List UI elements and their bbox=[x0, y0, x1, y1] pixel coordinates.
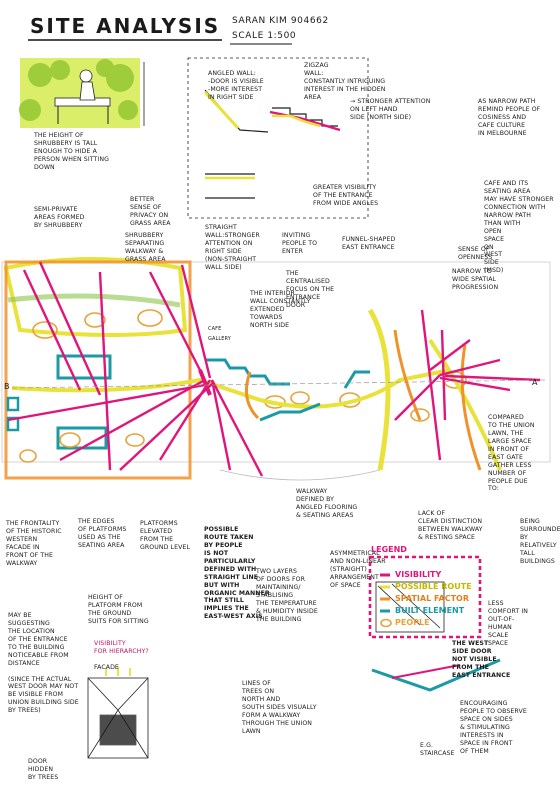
note-narrow-path: AS NARROW PATH REMIND PEOPLE OF COSINESS… bbox=[478, 98, 541, 137]
legend-title: LEGEND bbox=[371, 545, 407, 554]
note-frontality: THE FRONTALITY OF THE HISTORIC WESTERN F… bbox=[6, 520, 62, 567]
note-straight-wall: STRAIGHT WALL:STRONGER ATTENTION ON RIGH… bbox=[205, 224, 260, 271]
note-compared: COMPARED TO THE UNION LAWN, THE LARGE SP… bbox=[488, 414, 535, 493]
wall-sketch-frame bbox=[187, 57, 369, 219]
note-platforms-elevated: PLATFORMS ELEVATED FROM THE GROUND LEVEL bbox=[140, 520, 190, 551]
note-inviting: INVITING PEOPLE TO ENTER bbox=[282, 232, 318, 255]
note-platform-height: HEIGHT OF PLATFORM FROM THE GROUND SUITS… bbox=[88, 594, 149, 625]
legend-item-people: PEOPLE bbox=[395, 618, 430, 627]
note-less-comfort: LESS COMFORT IN OUT-OF- HUMAN SCALE SPAC… bbox=[488, 600, 529, 647]
legend-item-visibility: VISIBILITY bbox=[395, 570, 442, 579]
note-eg-staircase: E.G. STAIRCASE bbox=[420, 742, 455, 757]
note-funnel: FUNNEL-SHAPED EAST ENTRANCE bbox=[342, 236, 396, 251]
legend-item-spatial: SPATIAL FACTOR bbox=[395, 594, 469, 603]
note-cafe-seating: CAFE AND ITS SEATING AREA MAY HAVE STRON… bbox=[484, 180, 554, 275]
note-possible-route: POSSIBLE ROUTE TAKEN BY PEOPLE IS NOT PA… bbox=[204, 526, 270, 621]
label-gallery: GALLERY bbox=[208, 336, 231, 342]
note-semi-private: SEMI-PRIVATE AREAS FORMED BY SHRUBBERY bbox=[34, 206, 85, 229]
note-zigzag-wall: ZIGZAG WALL: CONSTANTLY INTRIGUING INTER… bbox=[304, 62, 386, 101]
scale-label: SCALE 1:500 bbox=[232, 31, 297, 41]
perspective-sketch-bottom-left bbox=[87, 677, 149, 759]
note-centralised: THE CENTRALISED FOCUS ON THE ENTRANCE DO… bbox=[286, 270, 335, 309]
note-facade: FACADE bbox=[94, 664, 119, 671]
point-a-label: A bbox=[532, 378, 538, 387]
staircase-sketch bbox=[375, 581, 445, 633]
note-may-be-suggesting: MAY BE SUGGESTING THE LOCATION OF THE EN… bbox=[8, 612, 79, 715]
shrubbery-sketch bbox=[19, 58, 145, 128]
note-two-layers: TWO LAYERS OF DOORS FOR MAINTAINING/ STA… bbox=[256, 568, 318, 623]
note-lack-distinction: LACK OF CLEAR DISTINCTION BETWEEN WALKWA… bbox=[418, 510, 483, 541]
note-encouraging: ENCOURAGING PEOPLE TO OBSERVE SPACE ON S… bbox=[460, 700, 527, 755]
note-walkway-defined: WALKWAY DEFINED BY ANGLED FLOORING & SEA… bbox=[296, 488, 358, 519]
note-greater-visibility: GREATER VISIBILITY OF THE ENTRANCE FROM … bbox=[313, 184, 379, 207]
note-asymmetrical: ASYMMETRICAL AND NON-LINEAR (STRAIGHT) A… bbox=[330, 550, 386, 589]
author-name: SARAN KIM 904662 bbox=[232, 16, 329, 26]
label-cafe: CAFE bbox=[208, 326, 222, 332]
note-being-surrounded: BEING SURROUNDED BY RELATIVELY TALL BUIL… bbox=[520, 518, 560, 565]
note-interior-wall: THE INTERIOR WALL CONSTANTLY EXTENDED TO… bbox=[250, 290, 311, 329]
note-west-door: THE WEST SIDE DOOR NOT VISIBLE FROM THE … bbox=[452, 640, 511, 679]
legend-item-route: POSSIBLE ROUTE bbox=[395, 582, 472, 591]
note-shrubbery-separating: SHRUBBERY SEPARATING WALKWAY & GRASS ARE… bbox=[125, 232, 166, 263]
note-openness: SENSE OF OPENNESS bbox=[458, 246, 493, 261]
note-shrubbery-height: THE HEIGHT OF SHRUBBERY IS TALL ENOUGH T… bbox=[34, 132, 109, 171]
legend-item-built: BUILT ELEMENT bbox=[395, 606, 465, 615]
note-better-privacy: BETTER SENSE OF PRIVACY ON GRASS AREA bbox=[130, 196, 171, 227]
note-angled-wall: ANGLED WALL: -DOOR IS VISIBLE -MORE INTE… bbox=[208, 70, 264, 101]
page-title: SITE ANALYSIS bbox=[30, 14, 221, 38]
note-lines-of-trees: LINES OF TREES ON NORTH AND SOUTH SIDES … bbox=[242, 680, 317, 735]
note-narrow-to-wide: NARROW TO WIDE SPATIAL PROGRESSION bbox=[452, 268, 499, 291]
note-visibility-hierarchy: VISIBILITY FOR HIERARCHY? bbox=[94, 640, 149, 655]
note-edges-platforms: THE EDGES OF PLATFORMS USED AS THE SEATI… bbox=[78, 518, 127, 549]
legend-frame bbox=[368, 555, 482, 639]
angled-wall-sketch bbox=[203, 89, 341, 199]
point-b-label: B bbox=[4, 382, 10, 391]
note-stronger-attention: → STRONGER ATTENTION ON LEFT HAND SIDE (… bbox=[350, 98, 431, 121]
legend: LEGEND VISIBILITY POSSIBLE ROUTE SPATIAL… bbox=[371, 545, 479, 637]
note-door-hidden: DOOR HIDDEN BY TREES bbox=[28, 758, 59, 781]
site-plan bbox=[1, 257, 551, 481]
